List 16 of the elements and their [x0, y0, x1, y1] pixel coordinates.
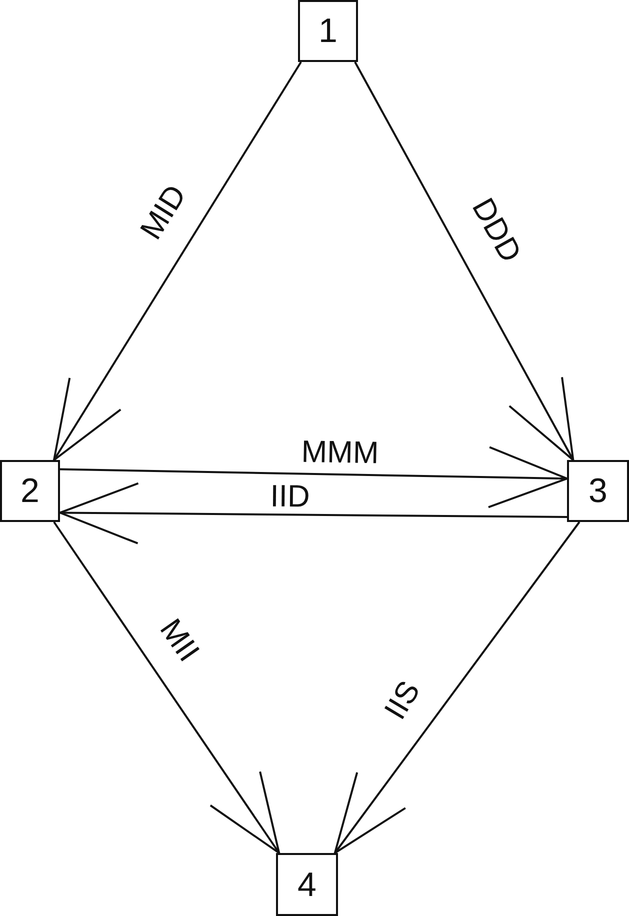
node-box: 4 [276, 853, 338, 916]
arrow [334, 521, 580, 854]
arrow [59, 482, 567, 544]
arrow [354, 62, 574, 461]
edge-label: DDD [467, 193, 527, 267]
edge-label: MMM [301, 436, 379, 468]
arrow [53, 61, 302, 461]
node-box: 1 [298, 0, 358, 62]
edge-label: MII [154, 613, 206, 667]
node-box: 3 [567, 460, 629, 522]
arrow [53, 521, 280, 854]
node-box: 2 [0, 460, 60, 522]
arrow [60, 446, 568, 508]
edge-label: IIS [378, 676, 426, 724]
edge-label: MID [134, 180, 192, 244]
edge-label: IID [270, 480, 310, 512]
